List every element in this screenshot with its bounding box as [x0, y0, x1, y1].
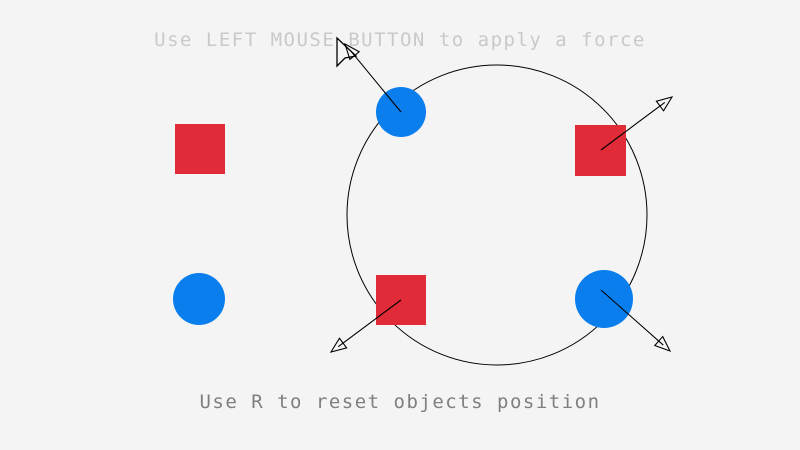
arrowhead-icon: [653, 335, 672, 352]
force-vector-square-top-right: [600, 96, 674, 151]
hint-text-bottom: Use R to reset objects position: [199, 391, 601, 413]
hint-text-top: Use LEFT MOUSE BUTTON to apply a force: [154, 29, 646, 51]
force-vector-circle-top-center: [344, 42, 402, 113]
arrowhead-icon: [329, 337, 348, 353]
square-left[interactable]: [175, 124, 225, 174]
arrowhead-icon: [344, 42, 361, 61]
mouse-cursor: [336, 36, 358, 68]
force-vectors-layer: [329, 42, 674, 353]
bodies-layer: [173, 87, 633, 328]
boundary-circle: [346, 64, 648, 366]
square-top-right[interactable]: [575, 125, 626, 176]
force-vector-circle-bottom-right: [600, 289, 672, 352]
cursor-arrow-icon: [336, 36, 358, 68]
circle-bottom-right[interactable]: [575, 270, 633, 328]
arrowhead-icon: [655, 96, 674, 112]
circle-bottom-left[interactable]: [173, 273, 225, 325]
force-vector-square-center-bottom: [329, 299, 402, 353]
